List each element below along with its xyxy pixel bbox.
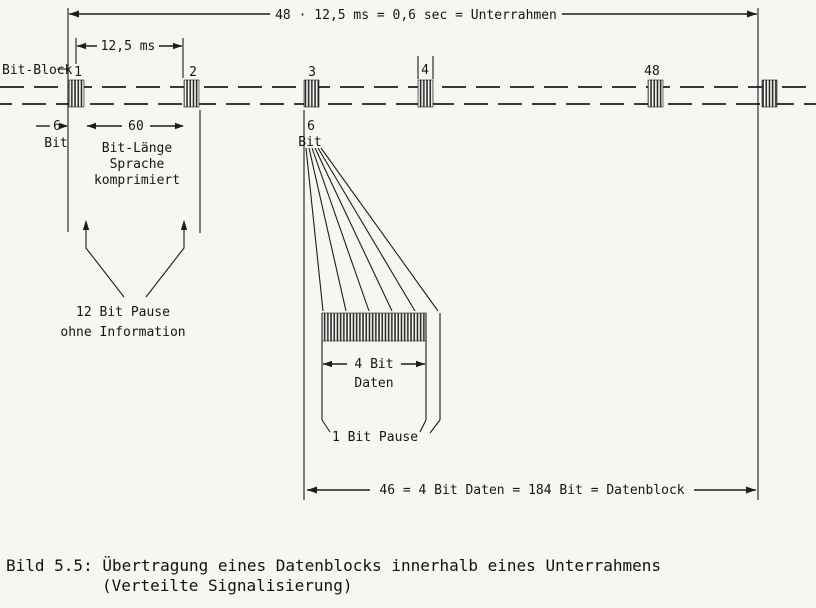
subframe-dimension: 48 · 12,5 ms = 0,6 sec = Unterrahmen [67,8,759,500]
pause-callout: 12 Bit Pause ohne Information [60,220,188,340]
callout-line [321,419,331,433]
fan-line [314,147,393,312]
arrowhead-right-icon [746,486,756,494]
callout-line [429,419,441,434]
magnified-block-rect [321,312,427,342]
block3-width-value: 6 [307,119,315,134]
bit-block-axis-label: Bit-Block [2,63,73,78]
block3-width-unit: Bit [298,135,321,150]
data-bits-dimension: 4 Bit Daten [323,357,425,391]
speech-length-dimension: 60 Bit-Länge Sprache komprimiert [87,110,201,233]
bit-block-2 [183,79,200,108]
callout-line-left [85,221,125,298]
speech-length-value: 60 [128,119,144,134]
speech-length-line-3: komprimiert [94,173,180,188]
pause-line-1: 12 Bit Pause [76,305,170,320]
bit-block-4 [417,79,434,108]
arrowhead-right-icon [416,360,425,368]
caption-line-2: (Verteilte Signalisierung) [102,576,352,595]
block-number-1: 1 [74,65,82,80]
data-bits-unit: Daten [354,376,393,391]
bit-pause-label: 1 Bit Pause [332,430,418,445]
fan-line [308,147,347,312]
block3-width-label: 6 Bit [298,110,322,500]
data-bits-label: 4 Bit [354,357,393,372]
subframe-label: 48 · 12,5 ms = 0,6 sec = Unterrahmen [275,8,557,23]
bit-block-48 [647,79,664,108]
fan-line [320,147,439,312]
caption-line-1: Bild 5.5: Übertragung eines Datenblocks … [6,556,661,575]
block-number-2: 2 [189,65,197,80]
block-number-4: 4 [421,63,429,78]
block-number-3: 3 [308,65,316,80]
datablock-dimension: 46 = 4 Bit Daten = 184 Bit = Datenblock [307,483,756,498]
block-width-unit: Bit [44,136,67,151]
block-number-48: 48 [644,64,660,79]
pause-line-2: ohne Information [60,325,185,340]
block-width-dimension: 6 Bit [36,119,68,151]
fan-line [311,147,370,312]
period-label: 12,5 ms [101,39,156,54]
period-dimension: 12,5 ms [75,38,184,78]
bit-pause-callout: 1 Bit Pause [321,419,441,445]
magnified-bit-block: 4 Bit Daten 1 Bit Pause [321,312,441,445]
arrowhead-right-icon [59,122,68,130]
block-width-value: 6 [53,119,61,134]
speech-length-line-2: Sprache [110,157,165,172]
callout-line [419,419,427,433]
arrowhead-right-icon [747,10,757,18]
timeline-band: Bit-Block 1 2 3 4 48 [0,56,816,108]
datablock-label: 46 = 4 Bit Daten = 184 Bit = Datenblock [379,483,684,498]
arrowhead-right-icon [173,42,182,50]
bit-block-49 [761,79,778,108]
figure-caption: Bild 5.5: Übertragung eines Datenblocks … [6,556,661,595]
magnification-fan [305,147,439,312]
callout-line-right [145,221,185,298]
fan-line [317,147,416,312]
speech-length-line-1: Bit-Länge [102,141,173,156]
fan-line [305,147,324,312]
bit-block-3 [303,79,320,108]
bit-block-1 [68,79,85,108]
arrowhead-right-icon [175,122,184,130]
